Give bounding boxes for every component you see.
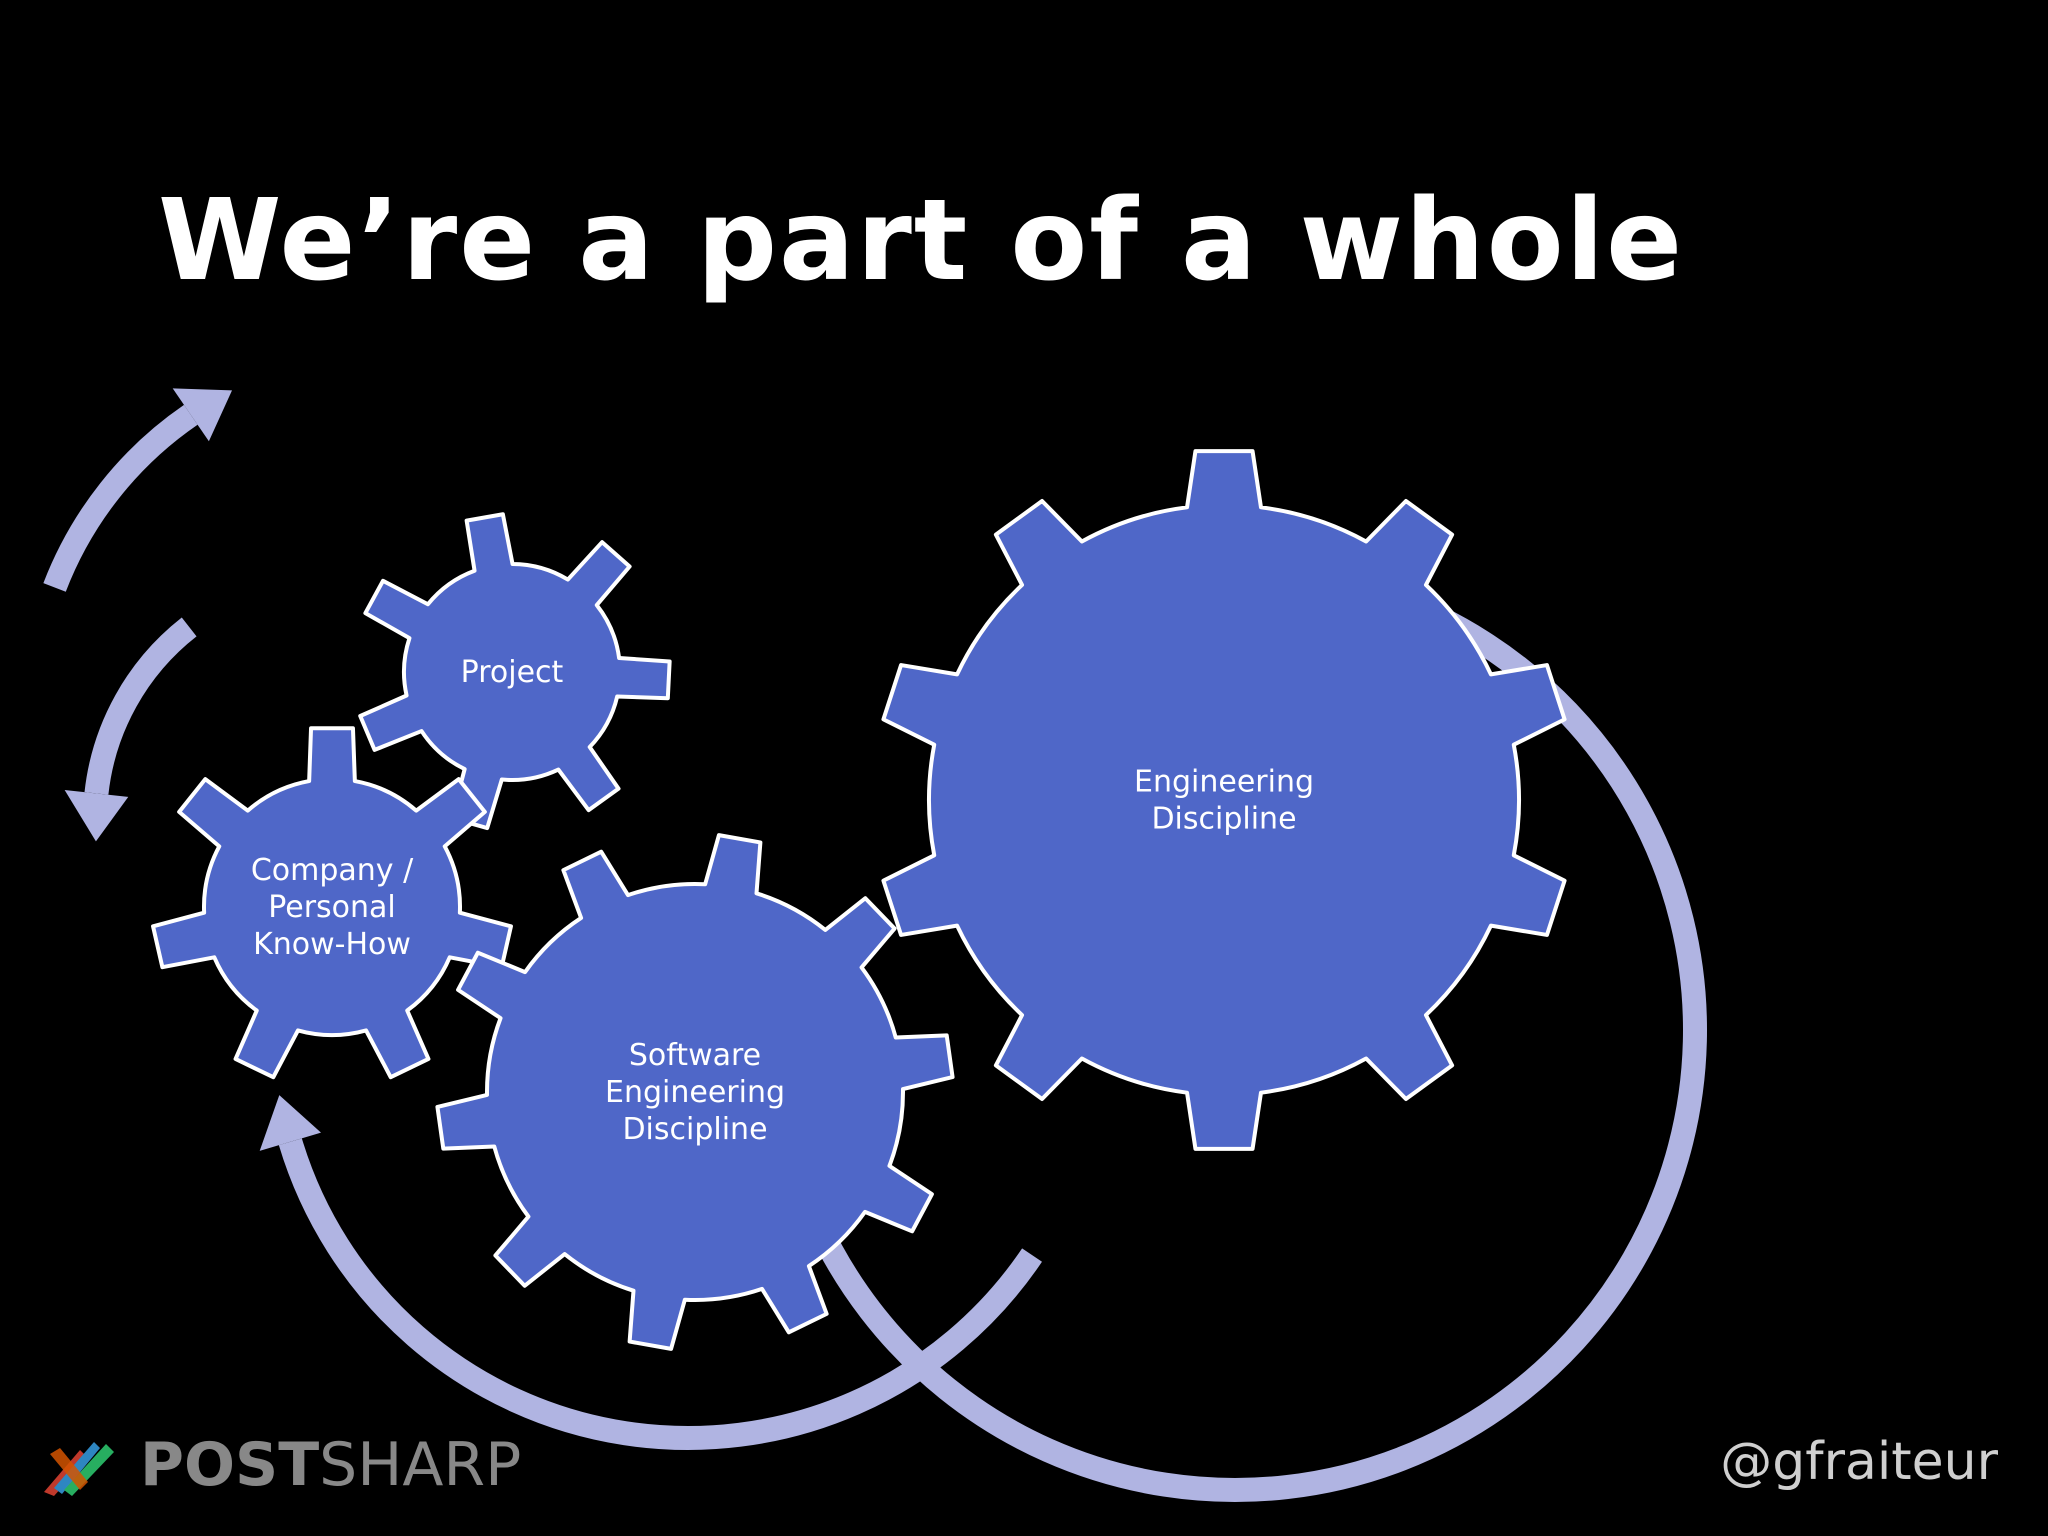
gear-label: Company / bbox=[251, 853, 414, 888]
arrow-company bbox=[64, 617, 197, 842]
twitter-handle: @gfraiteur bbox=[1720, 1432, 1998, 1492]
logo-text-bold: POST bbox=[140, 1430, 320, 1500]
slide-title: We’re a part of a whole bbox=[158, 176, 1685, 306]
logo-text-light: SHARP bbox=[319, 1430, 522, 1500]
gear-label: Software bbox=[629, 1038, 761, 1073]
arrow-software-head bbox=[259, 1095, 322, 1151]
arrow-project-head bbox=[172, 388, 233, 442]
gear-label: Discipline bbox=[1151, 802, 1296, 837]
gear-shape bbox=[358, 512, 672, 831]
gear-label: Engineering bbox=[1134, 765, 1314, 800]
rotation-arrows bbox=[43, 388, 1707, 1502]
gear-shape bbox=[151, 726, 513, 1080]
gear-label: Discipline bbox=[622, 1112, 767, 1147]
postsharp-mark-icon bbox=[44, 1442, 114, 1496]
arrow-project bbox=[43, 388, 233, 592]
gear-shape bbox=[881, 449, 1567, 1151]
gear-label: Personal bbox=[268, 890, 396, 925]
gear-shape bbox=[435, 833, 955, 1351]
postsharp-logo: POSTSHARP bbox=[40, 1430, 521, 1500]
logo-wordmark: POSTSHARP bbox=[140, 1430, 521, 1500]
gear-label: Know-How bbox=[253, 927, 411, 962]
arrow-company-head bbox=[64, 789, 129, 842]
gear-label: Project bbox=[461, 655, 564, 690]
gear-label: Engineering bbox=[605, 1075, 785, 1110]
arrow-software bbox=[259, 1095, 1042, 1450]
gear-project: Project bbox=[358, 512, 672, 831]
